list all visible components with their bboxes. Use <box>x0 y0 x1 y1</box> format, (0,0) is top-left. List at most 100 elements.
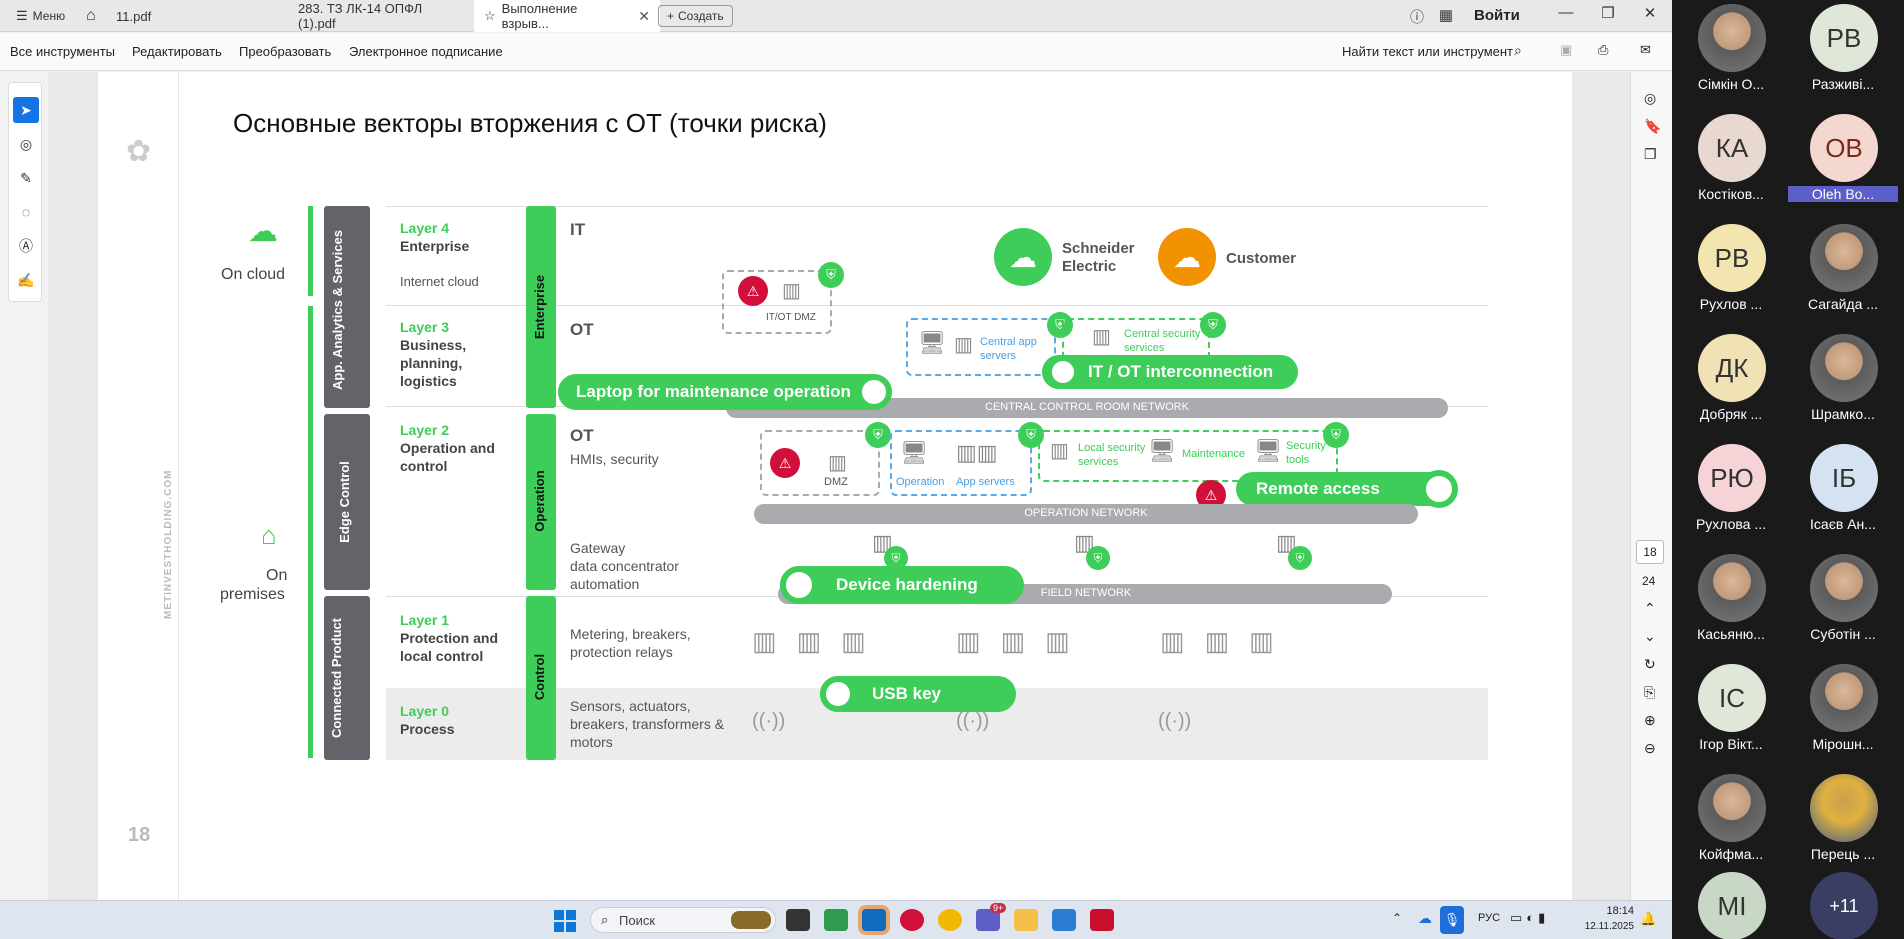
tab-283[interactable]: 283. ТЗ ЛК-14 ОПФЛ (1).pdf <box>288 0 472 32</box>
chevron-down-icon[interactable]: ⌄ <box>1644 628 1656 645</box>
ot2-label: OT <box>570 426 594 446</box>
home-button[interactable]: ⌂ <box>76 0 106 32</box>
minimize-icon[interactable]: — <box>1554 4 1578 21</box>
main-toolbar: Все инструменты Редактировать Преобразов… <box>0 33 1672 71</box>
layer1-title: Layer 1 <box>400 612 449 628</box>
edge-icon[interactable] <box>824 909 848 931</box>
participant-tile[interactable]: Перець ... <box>1788 770 1898 876</box>
more-participants-button[interactable]: +11 <box>1788 872 1898 939</box>
tab-active-document[interactable]: ☆Выполнение взрыв...✕ <box>474 0 660 32</box>
help-icon[interactable]: ⓘ <box>1405 7 1429 27</box>
system-tray-icons[interactable]: ▭◐▮ <box>1510 910 1549 926</box>
bookmark-icon[interactable]: 🔖 <box>1644 118 1661 135</box>
pen-tool-icon[interactable]: ✎ <box>13 165 39 191</box>
page-current-input[interactable]: 18 <box>1636 540 1664 564</box>
menu-all-tools[interactable]: Все инструменты <box>10 44 115 59</box>
rotate-icon[interactable]: ↻ <box>1644 656 1656 673</box>
task-view-icon[interactable] <box>786 909 810 931</box>
computer-icon: 🖥 <box>900 440 928 466</box>
shield-icon: ⛨ <box>1086 546 1110 570</box>
participant-tile[interactable]: Койфма... <box>1676 770 1786 876</box>
sign-tool-icon[interactable]: ✍ <box>13 267 39 293</box>
find-tool-label[interactable]: Найти текст или инструмент <box>1342 44 1513 59</box>
comment-tool-icon[interactable]: ◎ <box>13 131 39 157</box>
apps-grid-icon[interactable]: ▦ <box>1434 6 1458 24</box>
avatar <box>1810 664 1878 732</box>
tab-11pdf[interactable]: 11.pdf <box>106 0 286 32</box>
microphone-icon[interactable]: 🎙 <box>1440 906 1464 934</box>
participant-tile[interactable]: Касьяню... <box>1676 550 1786 656</box>
menu-esign[interactable]: Электронное подписание <box>349 44 503 59</box>
customer-label: Customer <box>1226 250 1296 267</box>
clock-date[interactable]: 12.11.2025 <box>1578 921 1634 932</box>
folder-icon[interactable] <box>1014 909 1038 931</box>
windows-taskbar: ⌕ Поиск 9+ ⌃ ☁ 🎙 РУС ▭◐▮ 18:14 12.11.202… <box>0 900 1672 939</box>
participant-tile[interactable]: Суботін ... <box>1788 550 1898 656</box>
participant-tile[interactable]: MI <box>1676 872 1786 939</box>
zoom-out-icon[interactable]: ⊖ <box>1644 740 1656 757</box>
onedrive-icon[interactable]: ☁ <box>1418 910 1432 927</box>
avatar <box>1810 554 1878 622</box>
participant-tile[interactable]: Шрамко... <box>1788 330 1898 436</box>
windows-start-icon[interactable] <box>554 910 576 932</box>
taskbar-search[interactable]: ⌕ Поиск <box>590 907 776 933</box>
chevron-up-icon[interactable]: ⌃ <box>1392 911 1402 925</box>
acrobat-icon[interactable] <box>1090 909 1114 931</box>
signin-button[interactable]: Войти <box>1474 7 1520 24</box>
participant-tile[interactable]: Сімкін О... <box>1676 0 1786 106</box>
select-tool-icon[interactable]: ➤ <box>13 97 39 123</box>
on-cloud-label: On cloud <box>221 266 285 284</box>
create-button[interactable]: +Создать <box>658 5 733 27</box>
chevron-up-icon[interactable]: ⌃ <box>1644 600 1656 617</box>
close-tab-icon[interactable]: ✕ <box>638 8 650 25</box>
text-tool-icon[interactable]: Ⓐ <box>13 233 39 259</box>
computer-icon: 🖥 <box>1148 438 1176 464</box>
chrome-icon[interactable] <box>938 909 962 931</box>
menu-button[interactable]: ☰Меню <box>6 0 75 32</box>
search-icon[interactable]: ⌕ <box>1514 42 1522 59</box>
menu-convert[interactable]: Преобразовать <box>239 44 331 59</box>
schneider-cloud-icon: ☁ <box>994 228 1052 286</box>
close-window-icon[interactable]: ✕ <box>1638 4 1662 22</box>
pages-icon[interactable]: ❐ <box>1644 146 1657 163</box>
maximize-icon[interactable]: ❐ <box>1596 4 1620 22</box>
lasso-tool-icon[interactable]: ◌ <box>13 199 39 225</box>
outlook-icon[interactable] <box>862 909 886 931</box>
participant-tile[interactable]: Сагайда ... <box>1788 220 1898 326</box>
avatar: +11 <box>1810 872 1878 939</box>
language-indicator[interactable]: РУС <box>1478 912 1500 924</box>
shield-icon: ⛨ <box>1288 546 1312 570</box>
app-icon[interactable] <box>1052 909 1076 931</box>
relay-devices-icon: ▥▥▥ <box>1160 626 1294 657</box>
layer3-sub3: logistics <box>400 373 457 389</box>
avatar <box>1698 4 1766 72</box>
computer-icon: 🖥 <box>1254 438 1282 464</box>
export-icon[interactable]: ⎘ <box>1644 684 1655 701</box>
central-sec-label-2: services <box>1124 342 1164 354</box>
sensors-label-1: Sensors, actuators, <box>570 698 691 714</box>
page-number: 18 <box>128 824 150 847</box>
app-icon[interactable] <box>900 909 924 931</box>
cloud-icon: ☁ <box>248 214 278 249</box>
participant-tile[interactable]: Мірошн... <box>1788 660 1898 766</box>
clock-time[interactable]: 18:14 <box>1578 905 1634 917</box>
print-icon[interactable]: ⎙ <box>1598 42 1608 58</box>
notification-bell-icon[interactable]: 🔔 <box>1640 911 1656 927</box>
zoom-in-icon[interactable]: ⊕ <box>1644 712 1656 729</box>
menu-edit[interactable]: Редактировать <box>132 44 222 59</box>
col-control-label: Control <box>532 627 550 727</box>
mail-icon[interactable]: ✉ <box>1640 42 1651 58</box>
avatar: ІБ <box>1810 444 1878 512</box>
layer2-title: Layer 2 <box>400 422 449 438</box>
it-label: IT <box>570 220 585 240</box>
save-icon[interactable]: ▣ <box>1560 42 1572 58</box>
comment-panel-icon[interactable]: ◎ <box>1644 90 1656 107</box>
